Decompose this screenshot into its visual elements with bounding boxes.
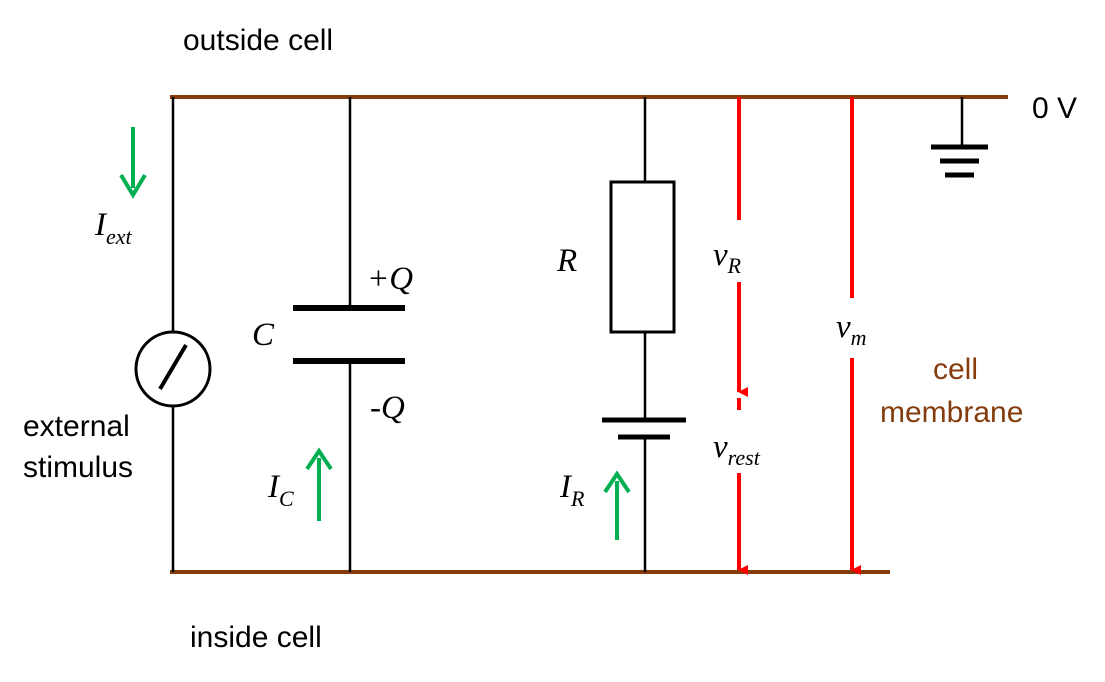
inside-cell-label: inside cell [190, 621, 322, 654]
membrane-label-line2: membrane [880, 396, 1023, 429]
iext-label: Iext [94, 207, 133, 249]
ir-arrow-icon [603, 470, 631, 540]
ground-voltage-label: 0 V [1032, 92, 1077, 125]
resistor-label: R [556, 243, 577, 279]
current-source-slash [158, 343, 188, 391]
positive-charge-label: +Q [367, 261, 413, 297]
vm-label: vm [836, 309, 867, 350]
vR-label: vR [713, 237, 742, 278]
iext-arrow-icon [119, 127, 147, 199]
resistor-symbol [609, 180, 676, 334]
stimulus-label-line2: stimulus [23, 451, 133, 484]
capacitor-label: C [252, 317, 275, 353]
stimulus-label-line1: external [23, 410, 130, 443]
ic-arrow-icon [305, 447, 333, 521]
vrest-label: vrest [713, 429, 761, 470]
negative-charge-label: -Q [370, 390, 405, 426]
membrane-label-line1: cell [933, 353, 978, 386]
outside-cell-label: outside cell [183, 24, 333, 57]
ic-label: IC [267, 469, 294, 511]
ir-label: IR [559, 469, 585, 511]
